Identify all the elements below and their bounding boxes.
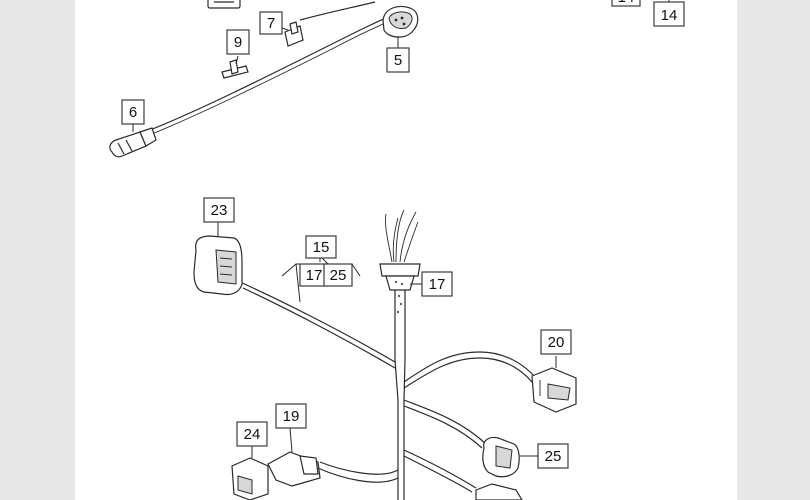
top-bracket-part xyxy=(207,0,241,9)
svg-text:25: 25 xyxy=(330,267,347,284)
branch-wire-bottom xyxy=(403,449,477,489)
svg-text:19: 19 xyxy=(283,408,300,425)
svg-text:15: 15 xyxy=(313,239,330,256)
wire-to-23 xyxy=(239,281,396,363)
svg-text:9: 9 xyxy=(234,34,242,51)
main-trunk-wire xyxy=(394,290,399,500)
connector-part-25 xyxy=(482,436,538,478)
connector-part-23 xyxy=(193,222,243,296)
branch-wire-20 xyxy=(403,351,537,383)
connector-part-19 xyxy=(267,427,321,487)
clip-part-7 xyxy=(284,21,304,47)
svg-text:23: 23 xyxy=(211,202,228,219)
svg-text:17: 17 xyxy=(429,276,446,293)
svg-text:17: 17 xyxy=(306,267,323,284)
callout-25-bracket: 25 xyxy=(323,263,353,287)
callout-14-b: 14 xyxy=(653,1,685,27)
sensor-part-6 xyxy=(109,124,157,158)
svg-text:5: 5 xyxy=(394,52,402,69)
callout-14-a: 14 xyxy=(611,0,641,7)
grommet-part-17 xyxy=(379,209,424,313)
svg-text:25: 25 xyxy=(545,448,562,465)
svg-text:14: 14 xyxy=(618,0,635,6)
connector-part-20 xyxy=(531,356,577,413)
top-harness-wire-2 xyxy=(151,15,403,135)
clip-part-9 xyxy=(221,59,249,79)
callout-19: 19 xyxy=(275,403,307,429)
connector-part-5 xyxy=(382,5,419,48)
callout-15: 15 xyxy=(305,235,337,259)
callout-23: 23 xyxy=(203,197,235,223)
connector-part-24 xyxy=(231,446,269,500)
top-harness-wire xyxy=(149,11,401,131)
connector-bottom-right xyxy=(475,483,523,500)
svg-text:20: 20 xyxy=(548,334,565,351)
callout-25-connector: 25 xyxy=(537,443,569,469)
callout-6: 6 xyxy=(121,99,145,125)
svg-text:7: 7 xyxy=(267,15,275,32)
svg-text:6: 6 xyxy=(129,104,137,121)
svg-text:24: 24 xyxy=(244,426,261,443)
harness-bracket-15 xyxy=(281,257,361,303)
branch-wire-19 xyxy=(319,461,399,475)
svg-text:14: 14 xyxy=(661,7,678,24)
branch-wire-25 xyxy=(403,399,487,445)
callout-20: 20 xyxy=(540,329,572,355)
callout-5: 5 xyxy=(386,47,410,73)
diagram-page xyxy=(75,0,737,500)
callout-17-grommet: 17 xyxy=(421,271,453,297)
callout-24: 24 xyxy=(236,421,268,447)
callout-7: 7 xyxy=(259,11,283,35)
callout-9: 9 xyxy=(226,29,250,55)
